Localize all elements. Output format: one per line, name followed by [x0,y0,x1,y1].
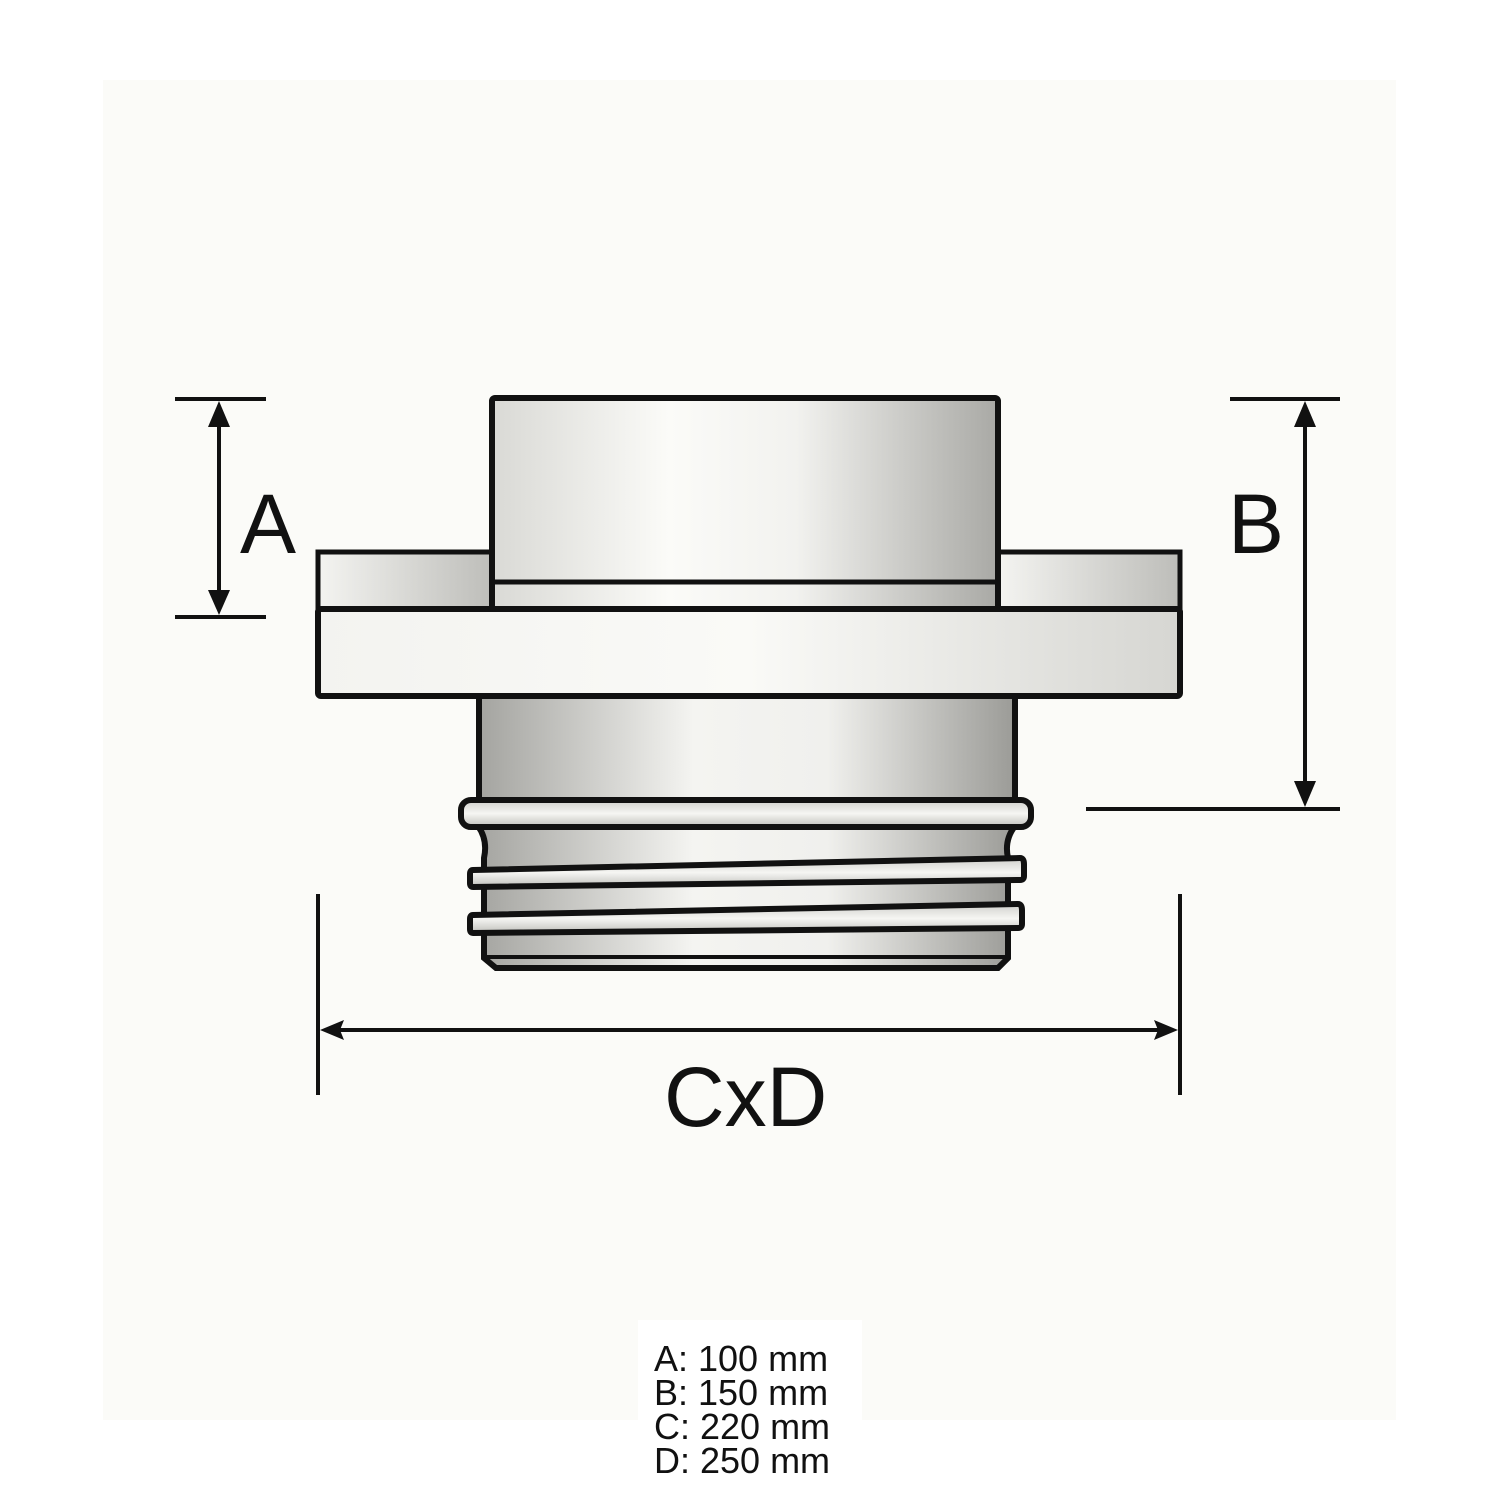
dimension-b [1086,397,1340,811]
legend-item-b: B: 150 mm [654,1372,829,1413]
legend-item-c: C: 220 mm [654,1406,831,1447]
dimension-a [175,397,266,619]
dimension-cxd [316,894,1182,1095]
thread-ridge-1 [467,854,1027,891]
neck [476,693,1018,803]
collar-ring [458,797,1034,830]
thread-ridge-2 [467,900,1025,937]
flange-upper-left [315,549,497,612]
dimension-label-a: A [240,477,297,571]
flange-upper-right [995,549,1183,612]
legend-item-a: A: 100 mm [654,1338,829,1379]
top-cylinder [489,395,1001,612]
legend-item-d: D: 250 mm [654,1440,831,1481]
flange-plate [315,606,1183,699]
threaded-section [458,797,1034,971]
dimension-label-b: B [1228,477,1285,571]
dimension-label-cxd: CxD [664,1050,828,1144]
dimension-legend: A: 100 mm B: 150 mm C: 220 mm D: 250 mm [638,1320,862,1500]
